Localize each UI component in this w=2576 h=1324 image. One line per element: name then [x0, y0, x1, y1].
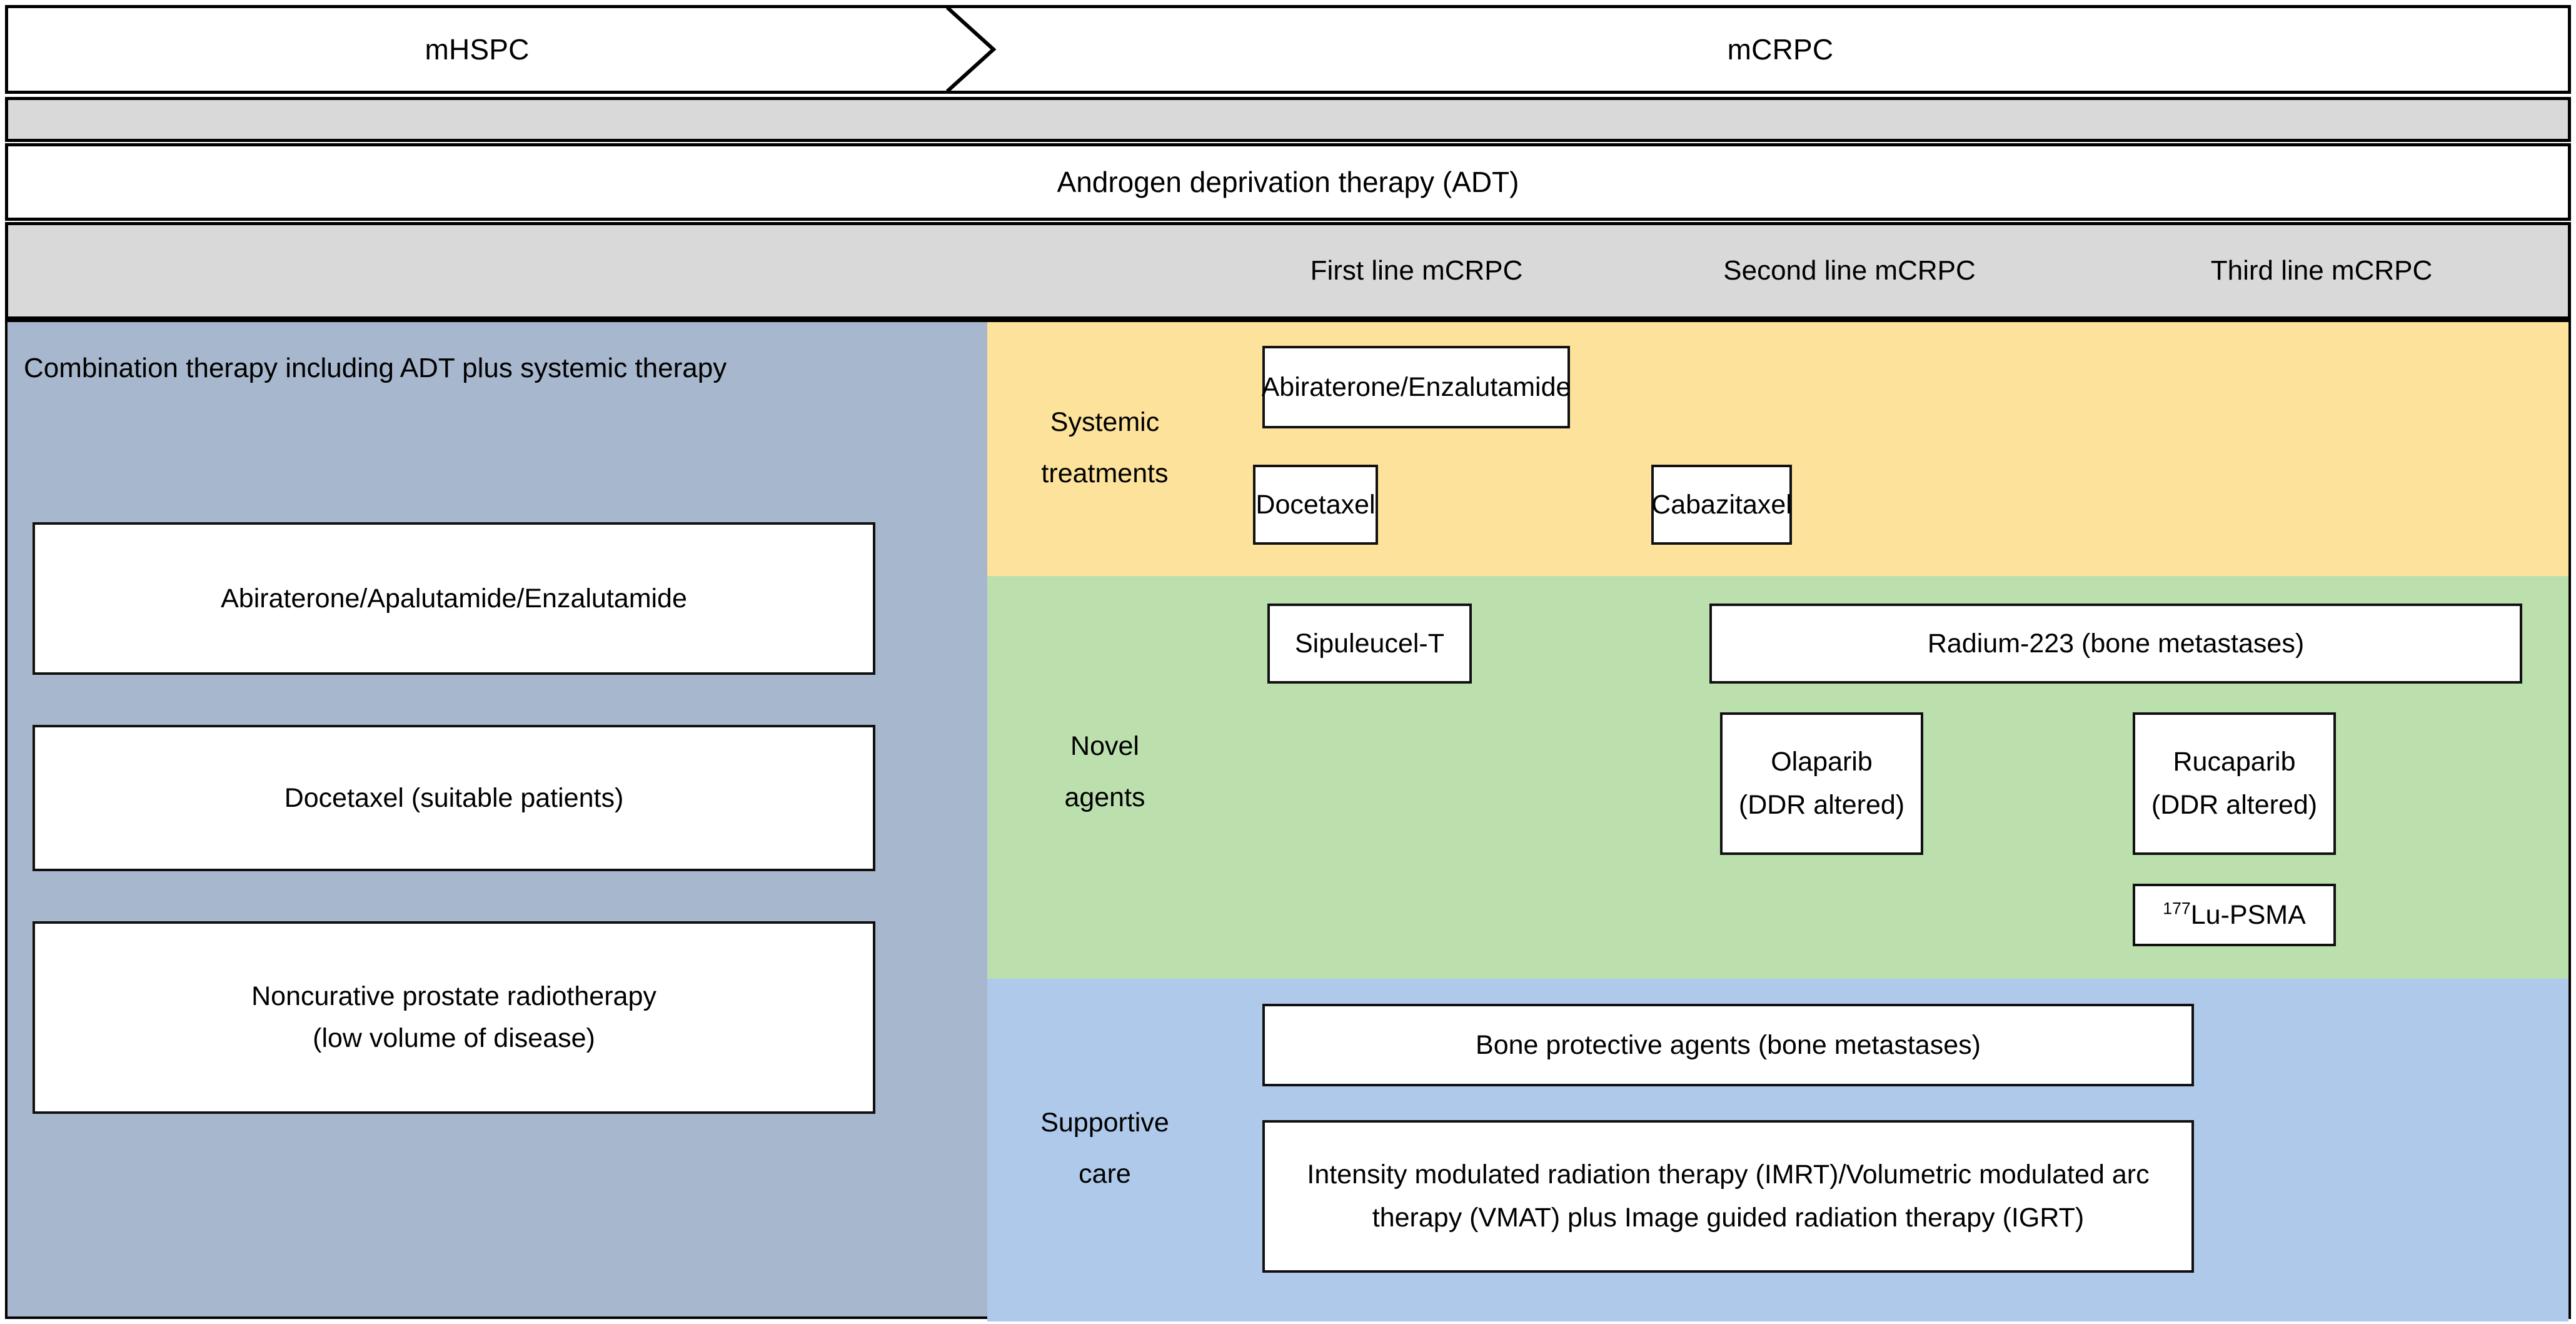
- box-label: Sipuleucel-T: [1295, 628, 1444, 659]
- band-label-line-1: Systemic: [1050, 407, 1160, 437]
- mhspc-column: Combination therapy including ADT plus s…: [8, 322, 987, 1316]
- box-line-2: therapy (VMAT) plus Image guided radiati…: [1372, 1203, 2085, 1233]
- band-supportive-care: Supportive care Bone protective agents (…: [987, 979, 2568, 1321]
- box-imrt-vmat-igrt: Intensity modulated radiation therapy (I…: [1262, 1120, 2194, 1273]
- box-abiraterone-enzalutamide: Abiraterone/Enzalutamide: [1261, 346, 1571, 428]
- box-line-1: Noncurative prostate radiotherapy: [251, 981, 657, 1012]
- band-label-line-1: Supportive: [1040, 1108, 1169, 1138]
- column-header-second-line: Second line mCRPC: [1723, 255, 1976, 286]
- box-olaparib: Olaparib (DDR altered): [1720, 712, 1923, 855]
- box-line-2: (low volume of disease): [313, 1023, 595, 1053]
- box-line-2: (DDR altered): [1738, 790, 1905, 820]
- gray-spacer-band: [5, 97, 2571, 142]
- box-rucaparib: Rucaparib (DDR altered): [2133, 712, 2336, 855]
- chevron-right-icon: [945, 6, 997, 93]
- band-label-line-2: agents: [1064, 782, 1145, 812]
- box-line-1: Abiraterone/Apalutamide/Enzalutamide: [221, 583, 687, 614]
- mhspc-box-docetaxel: Docetaxel (suitable patients): [33, 725, 875, 871]
- box-radium-223: Radium-223 (bone metastases): [1709, 604, 2522, 684]
- band-novel-agents: Novel agents Sipuleucel-T Radium-223 (bo…: [987, 576, 2568, 979]
- box-label: Cabazitaxel: [1651, 489, 1792, 520]
- box-line-1: Rucaparib: [2173, 747, 2296, 777]
- isotope-superscript: 177: [2163, 899, 2191, 918]
- mhspc-column-title: Combination therapy including ADT plus s…: [24, 353, 727, 383]
- band-label-line-2: care: [1079, 1158, 1131, 1189]
- mhspc-box-noncurative-prostate-radiotherapy: Noncurative prostate radiotherapy (low v…: [33, 921, 875, 1114]
- box-docetaxel: Docetaxel: [1253, 465, 1378, 545]
- band-label-systemic-treatments: Systemic treatments: [999, 397, 1211, 499]
- box-line-1: Olaparib: [1771, 747, 1873, 777]
- box-label: 177Lu-PSMA: [2163, 894, 2306, 937]
- box-line-2: (DDR altered): [2151, 790, 2318, 820]
- band-label-line-1: Novel: [1070, 731, 1139, 761]
- box-line-1: Docetaxel (suitable patients): [284, 782, 624, 813]
- box-sipuleucel-t: Sipuleucel-T: [1267, 604, 1472, 684]
- band-label-line-2: treatments: [1041, 458, 1169, 488]
- isotope-name: Lu-PSMA: [2190, 899, 2306, 930]
- box-label: Bone protective agents (bone metastases): [1476, 1029, 1981, 1060]
- box-label: Abiraterone/Enzalutamide: [1261, 371, 1571, 402]
- band-label-supportive-care: Supportive care: [999, 1098, 1211, 1200]
- header-mhspc-label: mHSPC: [425, 33, 530, 66]
- box-cabazitaxel: Cabazitaxel: [1651, 465, 1792, 545]
- box-label: Docetaxel: [1255, 489, 1376, 520]
- box-bone-protective-agents: Bone protective agents (bone metastases): [1262, 1004, 2194, 1086]
- mcrpc-columns: Systemic treatments Abiraterone/Enzaluta…: [987, 322, 2568, 1321]
- adt-label: Androgen deprivation therapy (ADT): [1057, 166, 1519, 198]
- column-header-third-line: Third line mCRPC: [2210, 255, 2433, 286]
- box-line-1: Intensity modulated radiation therapy (I…: [1307, 1160, 2150, 1190]
- column-header-row: First line mCRPC Second line mCRPC Third…: [5, 222, 2571, 320]
- band-systemic-treatments: Systemic treatments Abiraterone/Enzaluta…: [987, 322, 2568, 576]
- adt-row: Androgen deprivation therapy (ADT): [5, 143, 2571, 221]
- band-label-novel-agents: Novel agents: [999, 721, 1211, 823]
- column-header-first-line: First line mCRPC: [1310, 255, 1523, 286]
- header-mcrpc-label: mCRPC: [1727, 33, 1834, 66]
- pathway-body: Combination therapy including ADT plus s…: [5, 320, 2571, 1321]
- mhspc-box-abiraterone-apalutamide-enzalutamide: Abiraterone/Apalutamide/Enzalutamide: [33, 522, 875, 675]
- disease-state-header-row: mHSPC mCRPC: [5, 5, 2571, 94]
- box-lu-psma: 177Lu-PSMA: [2133, 884, 2336, 946]
- box-label: Radium-223 (bone metastases): [1927, 628, 2305, 659]
